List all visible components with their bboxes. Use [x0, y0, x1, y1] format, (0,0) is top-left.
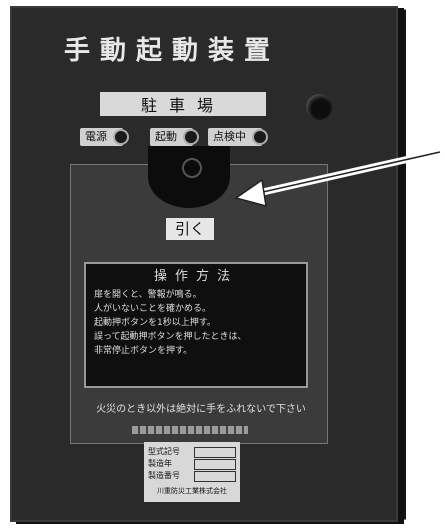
instruction-step: 誤って起動押ボタンを押したときは、: [94, 332, 247, 342]
instruction-step: 起動押ボタンを1秒以上押す。: [94, 318, 216, 328]
indicator-activation-label: 起動: [155, 130, 177, 143]
key-switch-knob[interactable]: [306, 94, 332, 120]
instruction-step: 扉を開くと、警報が鳴る。: [94, 290, 202, 300]
instruction-step: 人がいないことを確かめる。: [94, 304, 212, 314]
activation-button-recess[interactable]: [148, 146, 230, 208]
location-plate: 駐車場: [100, 92, 266, 116]
nameplate-label: 製造番号: [148, 471, 180, 480]
nameplate-row: 型式記号: [148, 446, 236, 458]
manufacturer-name: 川重防災工業株式会社: [157, 487, 227, 495]
nameplate-label: 製造年: [148, 459, 172, 468]
indicator-power: 電源: [80, 128, 129, 146]
instructions-panel: 操作方法 扉を開くと、警報が鳴る。 人がいないことを確かめる。 起動押ボタンを1…: [84, 262, 308, 388]
indicator-activation: 起動: [150, 128, 199, 146]
device-title: 手動起動装置: [64, 36, 281, 66]
nameplate: 型式記号 製造年 製造番号 川重防災工業株式会社: [144, 442, 240, 502]
instruction-step: 非常停止ボタンを押す。: [94, 346, 193, 356]
cover-hinge: [132, 426, 248, 434]
instructions-heading: 操作方法: [153, 269, 238, 284]
nameplate-label: 型式記号: [148, 447, 180, 456]
activation-lamp-icon: [183, 129, 199, 145]
nameplate-row: 製造年: [148, 458, 236, 470]
indicator-inspection: 点検中: [208, 128, 268, 146]
indicator-inspection-label: 点検中: [213, 130, 246, 143]
pull-label: 引く: [166, 218, 214, 240]
nameplate-row: 製造番号: [148, 470, 236, 482]
inspection-lamp-icon: [252, 129, 268, 145]
warning-text: 火災のとき以外は絶対に手をふれないで下さい: [96, 404, 306, 415]
power-lamp-icon: [113, 129, 129, 145]
indicator-power-label: 電源: [85, 130, 107, 143]
